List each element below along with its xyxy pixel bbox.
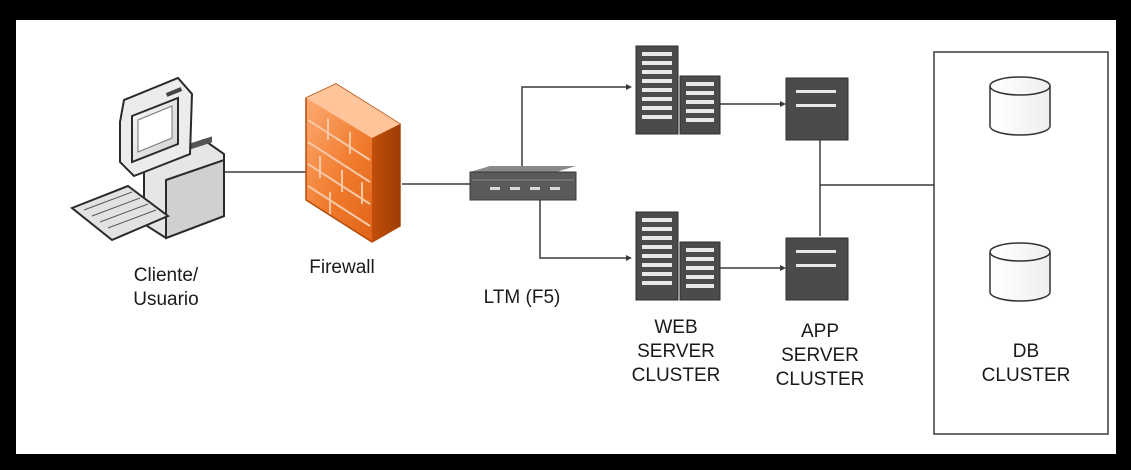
ltm-web-bottom-link bbox=[539, 198, 628, 259]
web-server-icon bbox=[635, 45, 721, 301]
firewall-icon bbox=[305, 83, 401, 243]
connection-lines bbox=[214, 86, 934, 269]
firewall-label: Firewall bbox=[309, 257, 375, 278]
ltm-web-top-link bbox=[521, 86, 628, 170]
db-cluster-label: DB CLUSTER bbox=[981, 341, 1071, 386]
app-cluster-label: APP SERVER CLUSTER bbox=[775, 321, 865, 390]
computer-icon bbox=[70, 76, 225, 242]
load-balancer-icon bbox=[469, 166, 577, 201]
connection-arrows bbox=[626, 84, 786, 271]
client-label: Cliente/ Usuario bbox=[133, 265, 199, 310]
app-server-icon bbox=[785, 77, 849, 301]
database-icon bbox=[989, 76, 1051, 302]
web-cluster-label: WEB SERVER CLUSTER bbox=[631, 317, 721, 386]
diagram-canvas: Cliente/ Usuario Firewall LTM (F5) WEB S… bbox=[16, 20, 1116, 454]
architecture-diagram bbox=[70, 45, 1109, 435]
ltm-label: LTM (F5) bbox=[483, 287, 561, 308]
